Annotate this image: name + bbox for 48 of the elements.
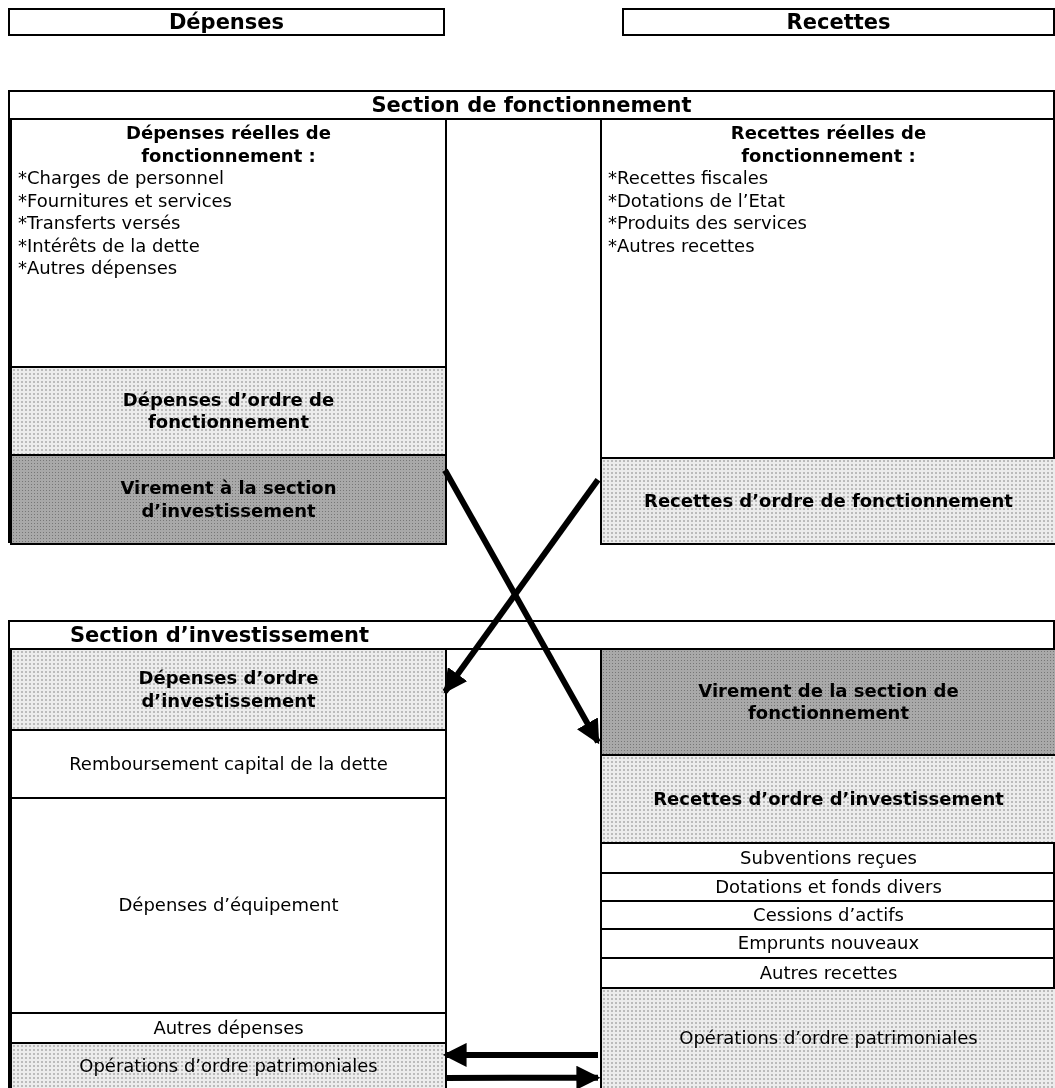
box-label: Autres dépenses (152, 1016, 305, 1040)
column-header (622, 8, 1055, 36)
box-label: Opérations d’ordre patrimoniales (78, 1054, 379, 1078)
column-title: Recettes (786, 8, 891, 36)
box-label: Recettes d’ordre de fonctionnement (643, 489, 1014, 513)
box-label: Dépenses d’ordre de fonctionnement (121, 388, 336, 434)
box-label: Subventions reçues (739, 846, 918, 870)
section-title: Section de fonctionnement (10, 92, 1053, 120)
box-label: Virement de la section de fonctionnement (697, 679, 960, 725)
list-item: *Dotations de l’Etat (608, 189, 786, 212)
box-heading: Dépenses réelles de fonctionnement : (125, 122, 332, 167)
box-label: Dotations et fonds divers (714, 875, 943, 899)
budget-item-box (10, 729, 447, 799)
box-label: Dépenses d’équipement (117, 894, 340, 917)
order-operations-box (600, 457, 1055, 545)
arrow (442, 468, 601, 745)
order-operations-box (600, 987, 1055, 1088)
list-item: *Fournitures et services (18, 189, 233, 212)
box-label: Dépenses d’ordre d’investissement (137, 667, 320, 712)
list-item: *Transferts versés (18, 212, 182, 235)
transfer-box (600, 648, 1055, 756)
transfer-box (10, 454, 447, 545)
list-item: *Recettes fiscales (608, 167, 770, 190)
list-item: *Intérêts de la dette (18, 234, 201, 257)
order-operations-box (10, 1042, 447, 1088)
list-item: *Autres recettes (608, 234, 756, 257)
list-item: *Autres dépenses (18, 257, 179, 280)
arrow (445, 1065, 601, 1088)
box-label: Opérations d’ordre patrimoniales (678, 1027, 979, 1050)
section-panel (8, 90, 1055, 543)
box-label: Recettes d’ordre d’investissement (652, 787, 1005, 811)
column-header (8, 8, 445, 36)
box-label: Emprunts nouveaux (736, 932, 921, 955)
box-label: Virement à la section d’investissement (119, 477, 338, 522)
section-panel (8, 620, 1055, 1088)
list-item: *Produits des services (608, 212, 808, 235)
box-heading: Recettes réelles de fonctionnement : (729, 122, 928, 167)
column-title: Dépenses (168, 8, 285, 36)
order-operations-box (600, 754, 1055, 844)
order-operations-box (10, 366, 447, 456)
order-operations-box (10, 648, 447, 731)
arrow (442, 1042, 598, 1067)
box-label: Cessions d’actifs (752, 903, 905, 927)
box-label: Remboursement capital de la dette (68, 752, 389, 776)
arrow (442, 477, 601, 694)
budget-item-box (10, 797, 447, 1014)
list-item: *Charges de personnel (18, 167, 226, 190)
box-label: Autres recettes (758, 961, 899, 985)
